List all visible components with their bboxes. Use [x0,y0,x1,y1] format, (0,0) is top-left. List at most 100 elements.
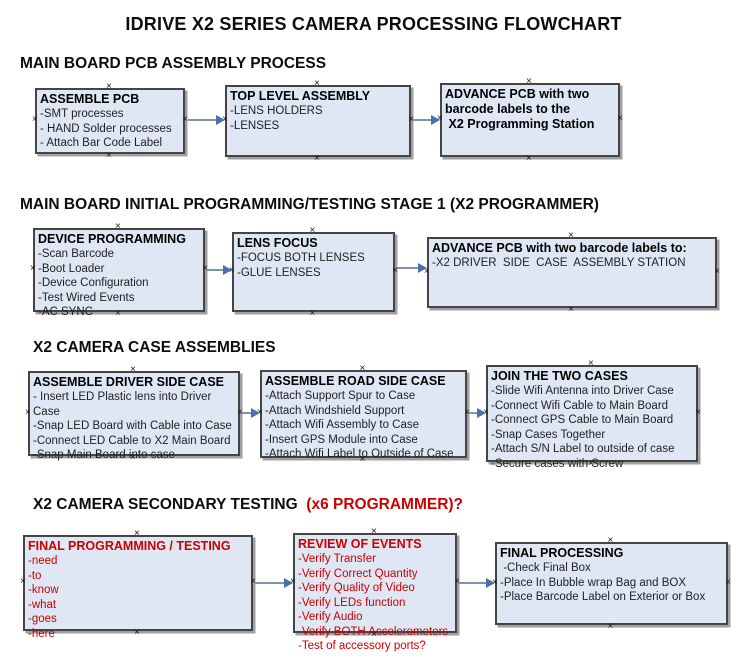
box-items: -Scan Barcode -Boot Loader -Device Configu… [35,247,203,320]
flow-box-lens-focus: LENS FOCUS -FOCUS BOTH LENSES-GLUE LENSE… [229,226,398,319]
box-item: -Device Configuration [38,277,149,289]
flow-box-advance-pcb-driver-side-station: ADVANCE PCB with two barcode labels to: … [424,231,720,315]
box-item: -Connect GPS Cable to Main Board [491,414,674,426]
connection-point-icon: × [359,454,366,465]
connection-point-icon: × [392,265,398,276]
flow-box-join-the-two-cases: JOIN THE TWO CASES -Slide Wifi Antenna i… [483,359,701,470]
box-items: -X2 DRIVER SIDE CASE ASSEMBLY STATION [429,256,715,271]
box-item: -Verify LEDs function [298,596,406,609]
connection-point-icon: × [371,629,377,640]
flow-box-assemble-driver-side-case: ASSEMBLE DRIVER SIDE CASE - Insert LED P… [25,365,243,463]
box-item: -Secure cases with Screw [491,457,624,470]
connection-point-icon: × [314,78,320,89]
box-title: ASSEMBLE ROAD SIDE CASE [265,374,446,388]
box-item: -Place Barcode Label on Exterior or Box [500,591,706,603]
box-item: -need [28,555,58,567]
connection-point-icon: × [607,535,614,546]
flow-arrow-icon [207,264,232,276]
box-items: -Attach Support Spur to Case -Attach Wind… [262,389,465,462]
connection-point-icon: × [588,358,594,369]
flow-box-advance-pcb-programming-station: ADVANCE PCB with two barcode labels to t… [437,77,623,164]
box-item: -AC SYNC [38,306,93,318]
section-heading-black-part: X2 CAMERA SECONDARY TESTING [33,496,307,513]
box-item: -Check Final Box [500,562,591,574]
connection-point-icon: × [359,363,366,374]
box-item: -Test Wired Events [38,291,135,304]
box-item: -Verify Audio [298,611,363,623]
box-item: - Insert LED Plastic lens into Driver Ca… [33,391,215,418]
connection-point-icon: × [568,230,574,241]
connection-point-icon: × [714,265,720,277]
box-item: -Verify Transfer [298,553,376,565]
box-items: -FOCUS BOTH LENSES-GLUE LENSES [234,251,393,280]
box-title: REVIEW OF EVENTS [298,537,422,551]
connection-point-icon: × [588,458,594,469]
box-item: -Connect Wifi Cable to Main Board [491,399,669,412]
box-title: FINAL PROCESSING [500,546,624,560]
connection-point-icon: × [526,76,532,87]
connection-point-icon: × [371,526,377,537]
section-heading-pcb-assembly: MAIN BOARD PCB ASSEMBLY PROCESS [20,55,327,72]
box-item: -Verify BOTH Accelerometers [298,625,449,638]
box-item: -Boot Loader [38,262,105,275]
connection-point-icon: × [607,621,614,632]
section-heading-secondary-testing: X2 CAMERA SECONDARY TESTING (x6 PROGRAMM… [33,496,463,514]
box-item: -what [28,598,57,611]
box-title: ASSEMBLE DRIVER SIDE CASE [33,375,225,389]
connection-point-icon: × [314,153,320,164]
flow-box-assemble-pcb: ASSEMBLE PCB -SMT processes - HAND Solder… [32,82,188,161]
box-title: TOP LEVEL ASSEMBLY [230,89,371,103]
connection-point-icon: × [182,114,188,125]
box-item: -Attach Windshield Support [265,404,405,417]
flow-box-final-programming-testing: FINAL PROGRAMMING / TESTING -need-to-kno… [20,529,256,640]
flow-box-review-of-events: REVIEW OF EVENTS -Verify Transfer -Verify… [290,527,460,653]
box-item: -Snap Main Board into case [33,449,175,461]
box-items: -need-to-know-what-goes-here [25,554,251,641]
box-item: -Snap Cases Together [491,428,606,441]
flow-arrow-icon [255,577,293,589]
box-title: LENS FOCUS [237,236,318,250]
connection-point-icon: × [130,364,136,375]
flow-arrow-icon [242,407,260,419]
connection-point-icon: × [695,406,701,418]
connection-point-icon: × [115,221,121,232]
flow-arrow-icon [413,114,440,126]
box-item: -Insert GPS Module into Case [265,433,418,446]
page-title: IDRIVE X2 SERIES CAMERA PROCESSING FLOWC… [125,14,622,34]
connection-point-icon: × [725,576,731,588]
flow-arrow-icon [469,407,486,419]
connection-point-icon: × [106,150,112,161]
connection-point-icon: × [568,304,574,315]
connection-point-icon: × [237,406,243,418]
connection-point-icon: × [32,114,38,125]
box-title: ASSEMBLE PCB [40,92,140,106]
box-title: DEVICE PROGRAMMING [38,232,186,246]
flow-arrow-icon [188,114,225,126]
box-items: - Insert LED Plastic lens into Driver Ca… [30,390,238,463]
connection-point-icon: × [309,308,316,319]
box-item: -here [28,627,55,640]
connection-point-icon: × [20,576,26,587]
box-item: - HAND Solder processes [40,122,172,135]
box-item: -SMT processes [40,108,124,120]
flow-box-assemble-road-side-case: ASSEMBLE ROAD SIDE CASE -Attach Support … [257,364,470,465]
box-item: -Test of accessory ports? [298,640,426,652]
box-item: -Attach Wifi Assembly to Case [265,419,420,431]
box-item: -Place In Bubble wrap Bag and BOX [500,576,687,589]
box-items: -SMT processes- HAND Solder processes- A… [37,107,183,151]
flow-arrow-icon [459,577,495,589]
box-item: -Attach Support Spur to Case [265,390,416,402]
connection-point-icon: × [250,576,256,587]
section-heading-initial-programming: MAIN BOARD INITIAL PROGRAMMING/TESTING S… [20,196,599,213]
box-item: -Verify Quality of Video [298,582,415,594]
connection-point-icon: × [134,627,140,638]
connection-point-icon: × [309,225,316,236]
connection-point-icon: × [130,452,136,463]
box-item: -Attach S/N Label to outside of case [491,443,675,455]
box-item: -Scan Barcode [38,248,115,260]
box-item: -X2 DRIVER SIDE CASE ASSEMBLY STATION [432,257,686,269]
connection-point-icon: × [454,576,460,587]
flow-box-final-processing: FINAL PROCESSING -Check Final Box -Place … [492,536,731,632]
connection-point-icon: × [464,407,470,418]
